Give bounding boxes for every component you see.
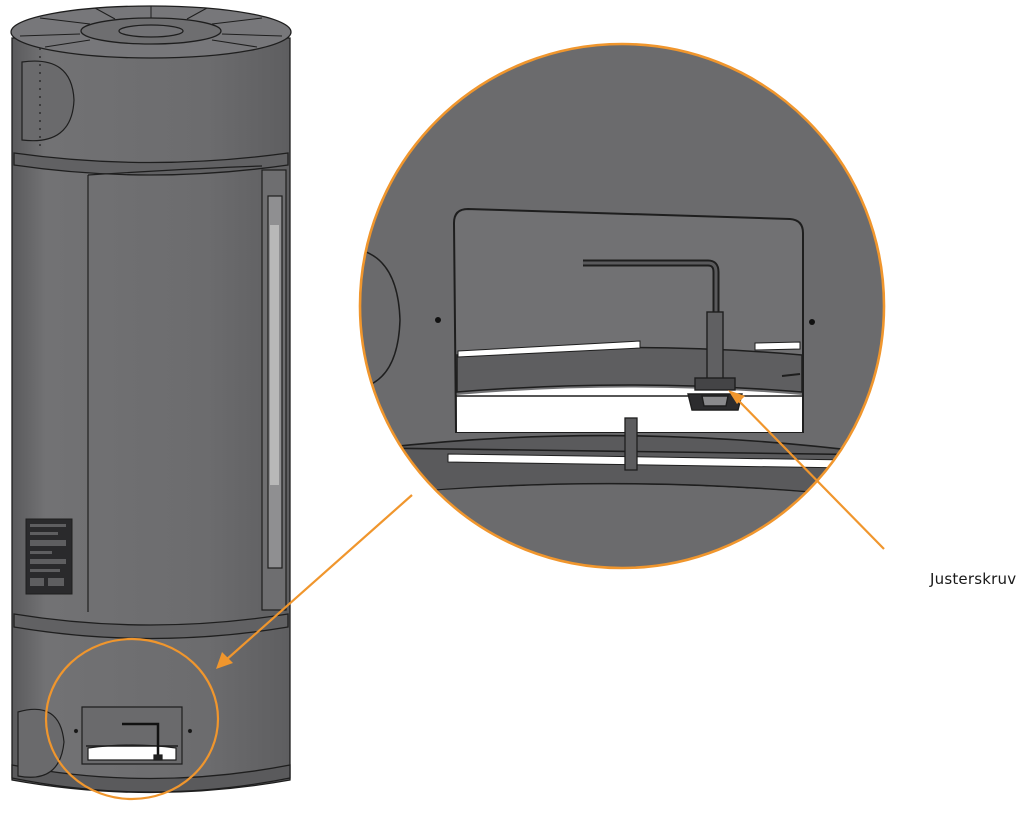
- door-panel: [87, 165, 263, 612]
- detail-indicator: [44, 494, 413, 801]
- bottom-side-hatch: [17, 708, 65, 778]
- rating-label: [25, 518, 73, 595]
- side-glass-panel: [261, 169, 287, 611]
- top-cap: [10, 5, 292, 59]
- adjusting-screw: [687, 377, 743, 411]
- detail-magnifier: [358, 42, 886, 570]
- stove-body: [11, 37, 291, 794]
- adjusting-screw-label: Justerskruv: [930, 570, 1017, 588]
- top-side-hatch: [21, 48, 75, 150]
- callout-leader: [728, 390, 885, 550]
- bottom-opening: [73, 706, 193, 765]
- hex-key: [583, 259, 724, 388]
